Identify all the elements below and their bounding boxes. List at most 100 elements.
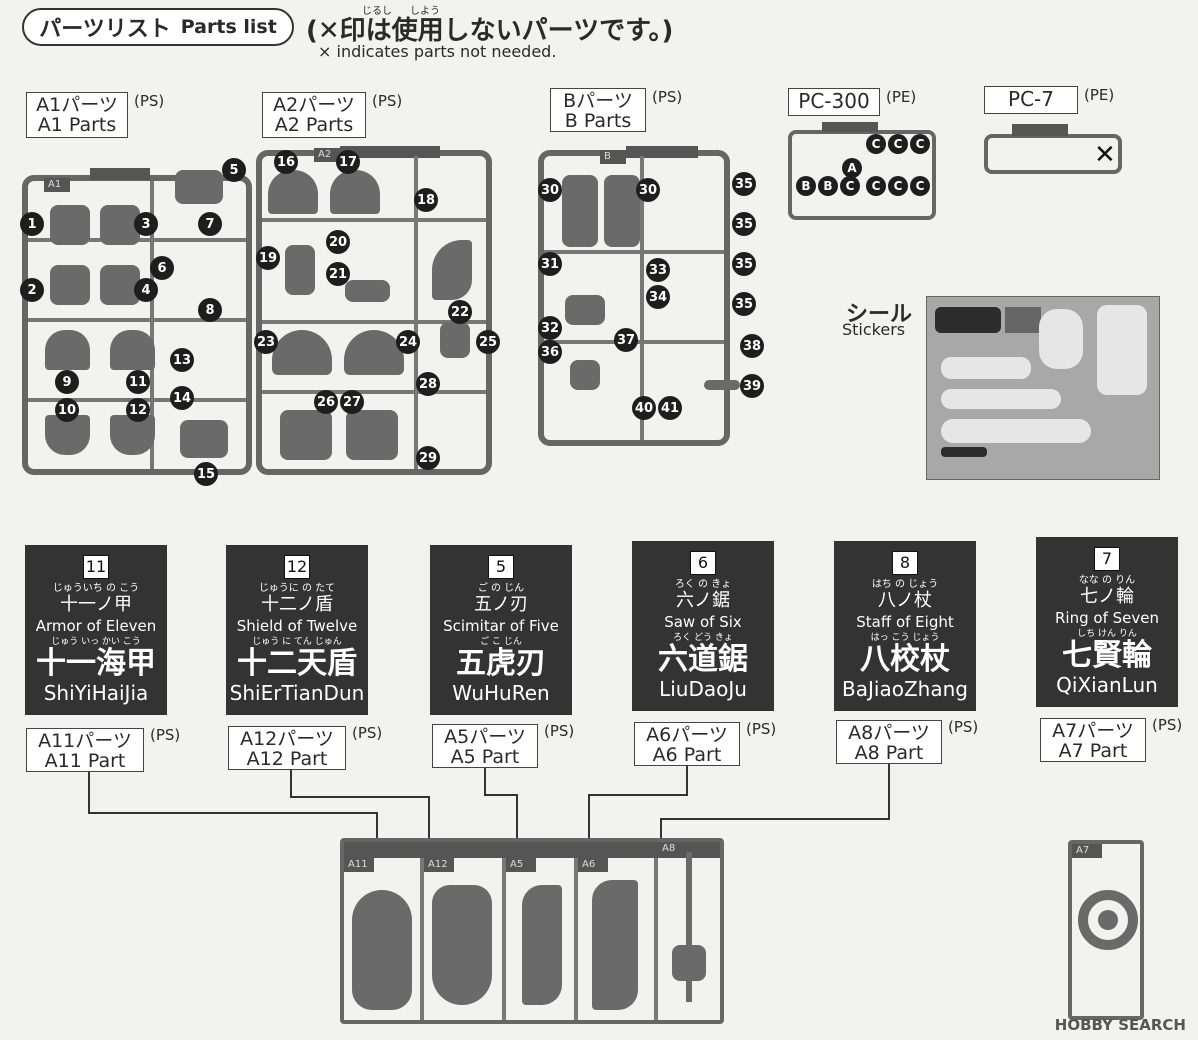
weapon-title-jp: 八校杖 (860, 642, 950, 677)
part-letter: C (888, 176, 908, 196)
part-number: 29 (416, 446, 440, 470)
weapon-name-jp: 五ノ刃 (474, 594, 528, 615)
weapon-name-jp: 十二ノ盾 (261, 594, 333, 615)
a1-label-jp: A1パーツ (36, 94, 118, 116)
title-en: Parts list (180, 16, 277, 38)
b-part-shape (565, 295, 605, 325)
part-number: 3 (134, 212, 158, 236)
runner-tag: A11 (344, 858, 374, 872)
b-part-shape (704, 380, 740, 390)
b-part-shape (570, 360, 600, 390)
part-number: 32 (538, 316, 562, 340)
saw-of-six-part (592, 880, 638, 1010)
part-number: 7 (198, 212, 222, 236)
part-number: 26 (314, 390, 338, 414)
a1-part-shape (180, 420, 228, 458)
connector-line (484, 768, 486, 796)
b-parts-label: Bパーツ B Parts (550, 88, 646, 132)
part-number: 5 (222, 158, 246, 182)
part-letter: B (818, 176, 838, 196)
a2-part-shape (345, 280, 390, 302)
weapon-title-en: ShiYiHaiJia (43, 681, 149, 705)
part-number: 35 (732, 172, 756, 196)
part-number: 11 (126, 370, 150, 394)
pc300-runner-frame (788, 130, 936, 220)
part-number: 23 (254, 330, 278, 354)
a2-bar (262, 218, 486, 222)
a2-runner-gate (340, 146, 440, 158)
weapon-ruby: じゅうに の たて (258, 583, 336, 594)
part-number: 36 (538, 340, 562, 364)
part-number: 15 (194, 462, 218, 486)
sticker-shape (1039, 309, 1083, 369)
part-label-en: A12 Part (246, 748, 328, 770)
a2-part-shape (330, 170, 380, 214)
part-number: 24 (396, 330, 420, 354)
part-label-en: A6 Part (652, 744, 722, 766)
b-bar (640, 156, 644, 440)
connector-line (376, 812, 378, 840)
part-number: 41 (658, 396, 682, 420)
part-tag: (PS) (352, 724, 383, 742)
part-number: 21 (326, 262, 350, 286)
part-tag: (PS) (150, 726, 181, 744)
part-number: 40 (632, 396, 656, 420)
pc7-label: PC-7 (984, 86, 1078, 114)
pc7-tag: (PE) (1084, 86, 1115, 104)
part-letter: C (840, 176, 860, 196)
part-letter: A (842, 158, 862, 178)
part-number: 27 (340, 390, 364, 414)
part-number: 13 (170, 348, 194, 372)
a7-runner-frame (1068, 840, 1144, 1020)
part-letter: B (796, 176, 816, 196)
runner-divider (574, 858, 578, 1020)
staff-of-eight-part (686, 852, 692, 1002)
weapon-title-jp: 六道鋸 (658, 642, 748, 677)
part-label-en: A7 Part (1058, 740, 1128, 762)
b-runner-gate (626, 146, 698, 158)
weapon-title-en: WuHuRen (452, 681, 550, 705)
part-letter: C (910, 176, 930, 196)
weapon-title-en: LiuDaoJu (659, 677, 747, 701)
b-label-jp: Bパーツ (563, 90, 633, 112)
weapon-card-7: 7 なな の りん 七ノ輪 Ring of Seven しち けん りん 七賢輪… (1036, 537, 1178, 707)
connector-line (660, 818, 662, 838)
connector-line (686, 766, 688, 796)
part-number: 35 (732, 292, 756, 316)
runner-tag: A6 (578, 858, 608, 872)
connector-line (88, 812, 378, 814)
b-part-shape (604, 175, 640, 247)
a11-part-label: A11パーツ A11 Part (26, 728, 144, 772)
connector-line (88, 772, 90, 814)
a1-part-shape (100, 265, 140, 305)
weapon-title-en: BaJiaoZhang (842, 677, 968, 701)
note-ruby-2: しよう (410, 6, 440, 17)
a1-part-shape (175, 170, 223, 204)
connector-line (888, 764, 890, 820)
a2-bar (262, 390, 486, 394)
a1-part-shape (50, 265, 90, 305)
a1-bar (150, 181, 154, 469)
part-number: 1 (20, 212, 44, 236)
weapon-number: 8 (892, 551, 918, 575)
weapon-number: 6 (690, 551, 716, 575)
weapon-ruby: はち の じょう (871, 579, 939, 590)
a2-part-shape (440, 322, 470, 358)
part-number: 28 (416, 372, 440, 396)
part-number: 31 (538, 252, 562, 276)
weapon-ruby: ご の じん (477, 583, 525, 594)
part-number: 6 (150, 256, 174, 280)
part-number: 19 (256, 246, 280, 270)
runner-divider (502, 858, 506, 1020)
part-number: 25 (476, 330, 500, 354)
sticker-shape (941, 447, 987, 457)
weapon-number: 12 (284, 555, 310, 579)
ring-of-seven-part (1078, 890, 1138, 950)
part-tag: (PS) (948, 718, 979, 736)
part-number: 9 (55, 370, 79, 394)
weapon-name-jp: 八ノ杖 (878, 590, 932, 611)
weapon-name-jp: 十一ノ甲 (60, 594, 132, 615)
a1-part-shape (110, 330, 155, 370)
weapon-title-jp: 五虎刃 (456, 646, 546, 681)
part-number: 35 (732, 212, 756, 236)
